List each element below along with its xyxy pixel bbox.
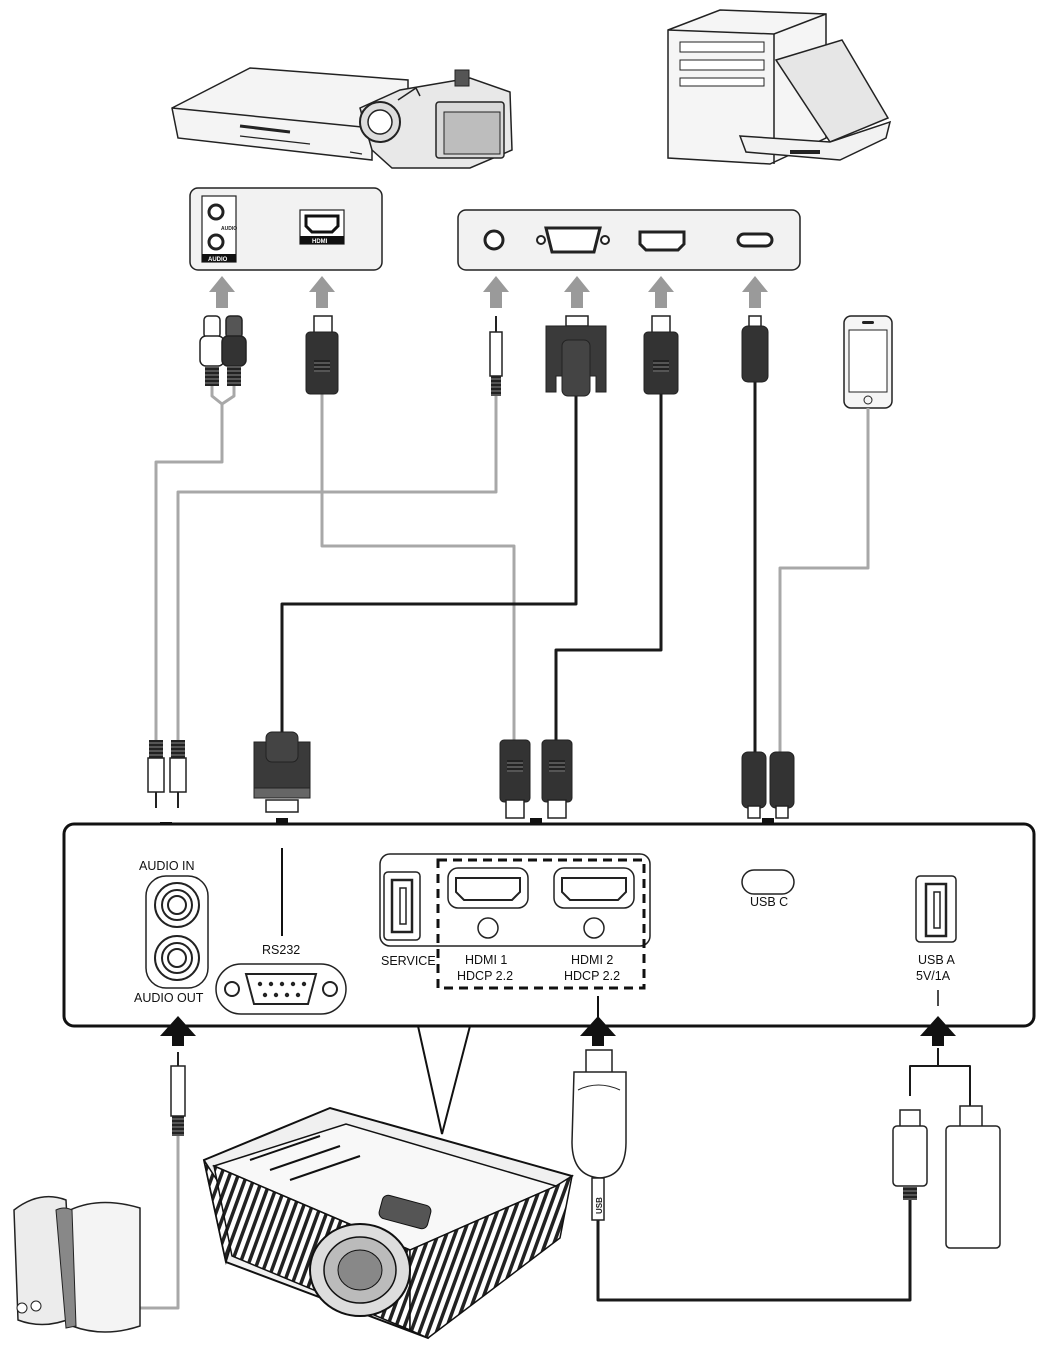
hdmi2-label: HDMI 2 (571, 953, 613, 967)
hdmi-dongle-illustration: USB (571, 1049, 627, 1221)
arrow-up-icon (648, 276, 674, 308)
audio-port-label-bottom: AUDIO (208, 257, 228, 263)
arrow-up-icon (309, 276, 335, 308)
panel-callout-lines (417, 1025, 471, 1135)
hdmi-port-icon (304, 214, 340, 234)
rs232-port (244, 973, 318, 1005)
projector-plugs (147, 731, 795, 819)
arrow-up-icon (564, 276, 590, 308)
hdmi1-label: HDMI 1 (465, 953, 507, 967)
projector-illustration (202, 1106, 574, 1340)
audio-in-label: AUDIO IN (139, 859, 195, 873)
arrow-up-icon (742, 276, 768, 308)
rs232-label: RS232 (262, 943, 300, 957)
speakers-illustration (13, 1195, 141, 1333)
audio-out-label: AUDIO OUT (134, 991, 204, 1005)
arrow-up-icon (483, 276, 509, 308)
hdmi2-port (561, 877, 627, 901)
arrow-up-icon (209, 276, 235, 308)
hdmi2-hdcp-label: HDCP 2.2 (564, 969, 620, 983)
arrow-up-icon (920, 1016, 956, 1046)
usba-label: USB A (918, 953, 955, 967)
smartphone-illustration (843, 315, 893, 409)
computer-port-panel (457, 209, 801, 271)
usba-power-label: 5V/1A (916, 969, 951, 983)
hdmi1-hdcp-label: HDCP 2.2 (457, 969, 513, 983)
audio-port-label: AUDIO (221, 226, 237, 232)
av-source-port-panel: AUDIO AUDIO HDMI (189, 187, 383, 271)
hdmi-port-label: HDMI (312, 239, 328, 245)
vga-port-icon (544, 226, 602, 254)
usbc-port (741, 869, 795, 895)
projector-arrows-up (160, 1016, 956, 1046)
speaker-plug (170, 1052, 186, 1136)
rca-audio-port-red (207, 233, 225, 251)
source-arrows (209, 276, 768, 308)
av-source-devices-illustration (171, 67, 513, 169)
arrow-up-icon (580, 1016, 616, 1046)
usbc-label: USB C (750, 895, 788, 909)
dongle-usb-label: USB (595, 1197, 604, 1214)
projector-rear-panel: AUDIO IN AUDIO OUT RS232 SERVICE (62, 822, 1036, 1028)
audio-jack-port-icon (483, 229, 505, 251)
hdmi1-port (455, 877, 521, 901)
cables (138, 382, 971, 1310)
source-plugs (199, 315, 769, 397)
arrow-up-icon (160, 1016, 196, 1046)
hdmi-out-port-icon (638, 230, 686, 252)
rca-audio-port-white (207, 203, 225, 221)
service-label: SERVICE (381, 954, 436, 968)
computer-devices-illustration (667, 9, 892, 165)
usbc-port-icon (736, 232, 774, 248)
usb-a-devices-illustration (892, 1105, 1001, 1249)
